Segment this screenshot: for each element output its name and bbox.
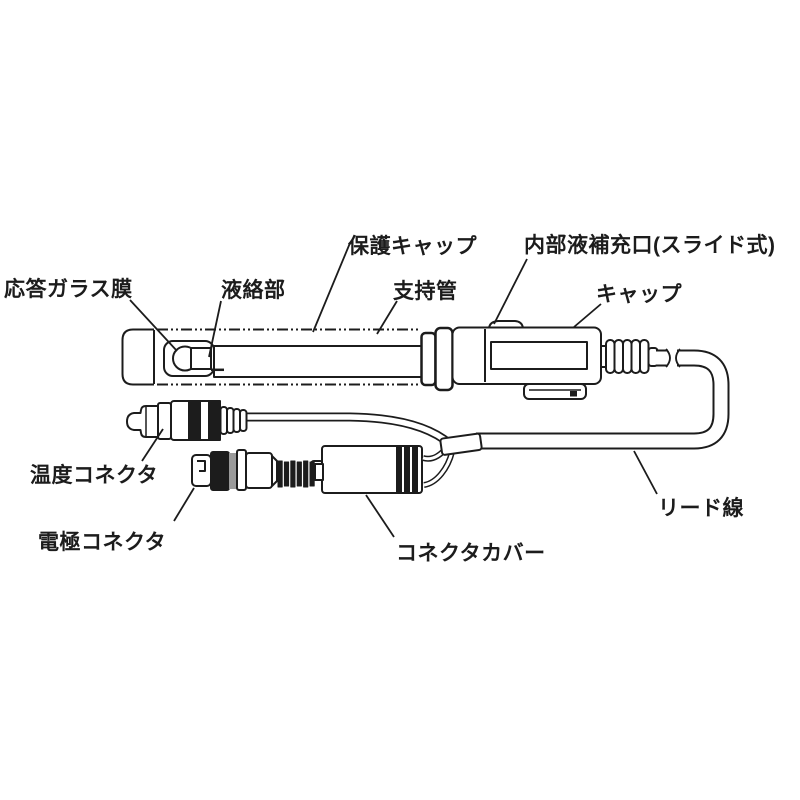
bnc-bellows-bar	[277, 460, 283, 488]
bnc-gray-band	[229, 453, 237, 489]
label-glass-membrane: 応答ガラス膜	[4, 277, 133, 301]
bellows-rib	[622, 339, 633, 374]
cover-stripe	[396, 447, 402, 492]
collar-ring-2	[434, 326, 454, 392]
leader-glass-membrane	[129, 299, 178, 352]
cover-stripe	[412, 447, 418, 492]
refill-port-slider	[488, 320, 524, 329]
label-refill-port: 内部液補充口(スライド式)	[524, 233, 776, 257]
leader-refill-port	[493, 258, 528, 325]
bellows-rib	[630, 339, 641, 374]
cover-stripe	[404, 447, 410, 492]
pocket-clip-rivet	[570, 391, 577, 397]
membrane-inner-block	[190, 347, 212, 370]
bnc-bellows-bar	[290, 460, 296, 488]
leader-liquid-junction	[208, 300, 222, 358]
bnc-taper	[271, 455, 278, 487]
leader-lines	[129, 242, 658, 538]
protective-cap	[121, 328, 154, 386]
bellows-rib	[639, 339, 650, 374]
temperature-plug	[126, 400, 248, 441]
leader-support-tube	[376, 300, 398, 335]
connector-cover	[310, 445, 423, 494]
split-sleeve	[439, 432, 483, 456]
bellows-rib	[613, 339, 624, 374]
label-connector-cover: コネクタカバー	[396, 542, 546, 565]
cable-break-mark	[675, 348, 681, 368]
cable-break-mark	[665, 348, 671, 368]
label-protective-cap: 保護キャップ	[347, 234, 477, 258]
leader-cap	[573, 303, 602, 328]
bnc-slot	[197, 460, 206, 472]
plug-tip	[126, 405, 161, 438]
bnc-bellows-bar	[283, 461, 290, 487]
leader-protective-cap	[312, 242, 351, 333]
plug-bellows-rib	[239, 409, 248, 432]
label-liquid-junction: 液絡部	[221, 278, 286, 302]
label-temp-connector: 温度コネクタ	[30, 463, 158, 487]
leader-connector-cover	[365, 494, 395, 538]
temperature-wire	[245, 412, 453, 448]
bnc-bellows-bar	[303, 460, 309, 488]
lead-cable	[476, 348, 730, 450]
label-cap: キャップ	[596, 283, 682, 306]
leader-electrode-connector	[173, 487, 195, 522]
plug-band	[188, 400, 201, 441]
label-support-tube: 支持管	[393, 279, 458, 303]
bnc-stub	[314, 463, 324, 481]
part-labels: 応答ガラス膜 液絡部 保護キャップ 内部液補充口(スライド式) 支持管 キャップ…	[4, 233, 776, 565]
label-electrode-connector: 電極コネクタ	[38, 530, 166, 554]
bnc-knurl	[210, 451, 230, 491]
bnc-connector	[191, 449, 324, 491]
bnc-bellows-bar	[296, 461, 302, 487]
bellows-rib	[605, 339, 616, 374]
collar-ring-1	[420, 331, 437, 387]
leader-temp-connector	[141, 428, 164, 462]
support-tube	[213, 345, 425, 378]
bnc-ring	[236, 449, 247, 491]
plug-band	[208, 400, 221, 441]
label-lead-wire: リード線	[658, 496, 744, 520]
probe-body	[121, 320, 659, 400]
label-window	[490, 341, 588, 370]
bnc-bellows-bar	[309, 461, 315, 487]
bnc-cylinder	[245, 452, 273, 489]
leader-lead-wire	[633, 450, 658, 495]
